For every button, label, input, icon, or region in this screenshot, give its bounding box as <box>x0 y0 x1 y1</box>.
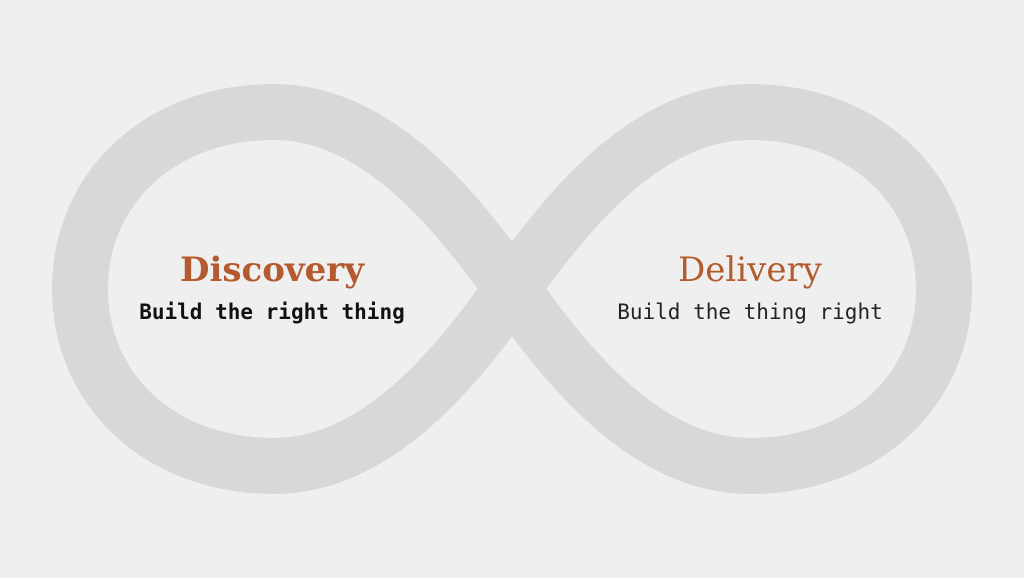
delivery-title: Delivery <box>678 250 822 290</box>
discovery-node: Discovery Build the right thing <box>102 250 442 326</box>
infinity-loop-path <box>52 84 972 494</box>
delivery-subtitle: Build the thing right <box>617 300 883 324</box>
discovery-subtitle: Build the right thing <box>139 300 405 324</box>
delivery-node: Delivery Build the thing right <box>580 250 920 326</box>
discovery-title: Discovery <box>180 250 364 290</box>
